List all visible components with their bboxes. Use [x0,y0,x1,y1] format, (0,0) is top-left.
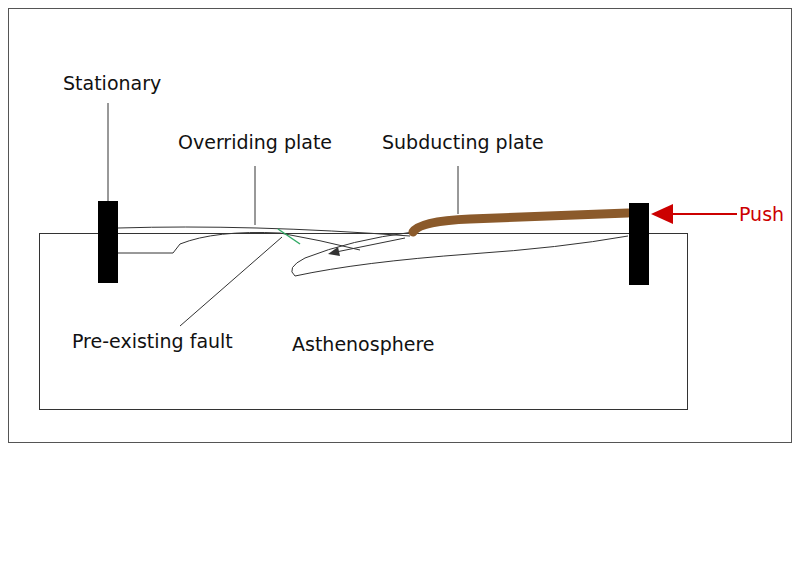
push-arrow [668,213,737,215]
part-label: Subducting plate [382,131,544,154]
leader-line [108,103,109,201]
tank [40,234,688,410]
part-label: Overriding plate [178,131,332,154]
slab-motion-arrowhead [328,247,340,256]
leader-line [458,166,459,214]
frame [9,9,792,443]
overriding-plate-top [118,227,410,236]
leader-line [180,237,282,326]
part-label: Pre-existing fault [72,330,233,353]
part-label: Stationary [63,72,161,95]
overriding-plate-base [118,232,360,253]
push-bar [629,203,649,285]
slab-outline [292,232,628,276]
slab-motion-arrow [336,238,405,252]
push-arrowhead [651,204,673,224]
subducting-plate [413,213,628,232]
pre-existing-fault [278,229,300,244]
part-label: Asthenosphere [292,333,435,356]
leader-line [255,166,256,225]
force-label: Push [739,203,784,226]
stationary-bar [98,201,118,283]
